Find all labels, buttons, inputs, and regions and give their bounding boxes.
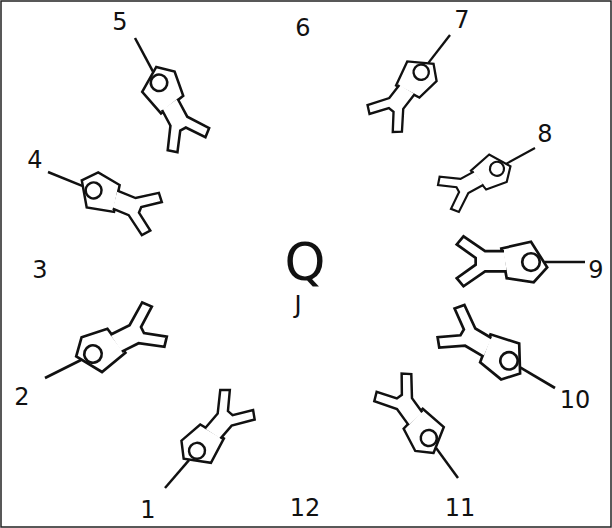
clock-number: 3 [32, 258, 47, 282]
center-letter: Q [285, 236, 326, 288]
clock-number: 2 [14, 385, 29, 409]
figure-symbol [148, 385, 258, 503]
figure-symbol [435, 130, 544, 215]
clock-number: 10 [560, 388, 591, 412]
figure-symbol [457, 236, 585, 286]
figure-symbol [364, 21, 467, 136]
clock-number: 1 [140, 498, 155, 522]
figure-symbol [114, 27, 212, 156]
figure-symbol [371, 369, 477, 491]
clock-number: 11 [445, 496, 476, 520]
clock-number: 7 [454, 8, 469, 32]
figure-symbol [434, 302, 568, 409]
clock-number: 8 [537, 122, 552, 146]
figure-symbol [34, 299, 170, 400]
center-label: J [294, 293, 301, 317]
clock-number: 12 [290, 496, 321, 520]
clock-number: 9 [588, 258, 603, 282]
clock-number: 5 [112, 10, 127, 34]
clock-number: 4 [27, 148, 42, 172]
clock-number: 6 [295, 16, 310, 40]
figure-symbol [39, 151, 164, 237]
